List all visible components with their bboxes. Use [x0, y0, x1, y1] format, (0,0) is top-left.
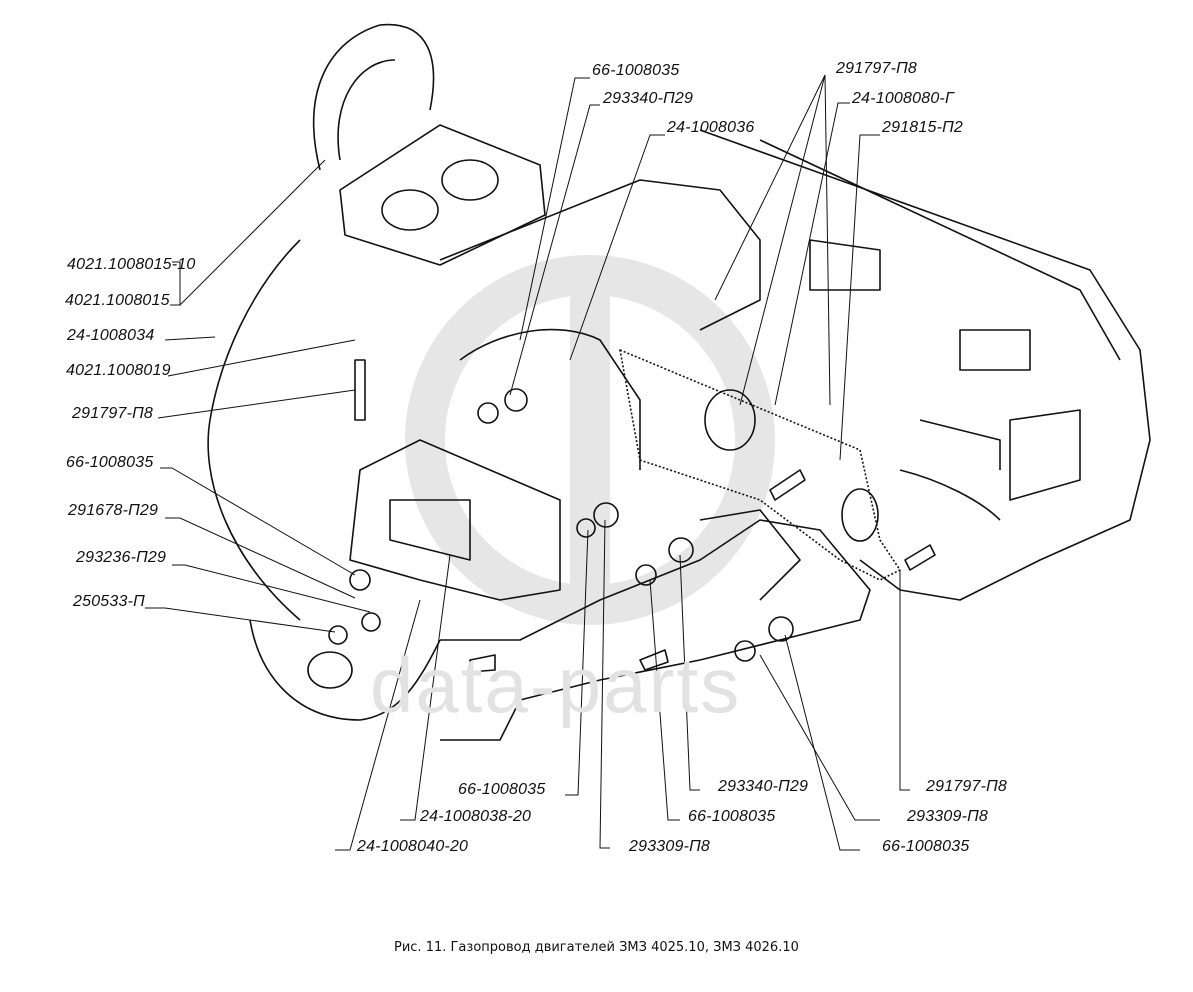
- cylinder-head: [699, 129, 1151, 601]
- part-label: 293236-П29: [76, 549, 167, 566]
- part-label: 66-1008035: [66, 454, 154, 471]
- carburetor-flange: [339, 124, 546, 266]
- part-label: 291815-П2: [882, 119, 964, 136]
- part-label: 66-1008035: [688, 808, 776, 825]
- part-label: 4021.1008019: [66, 362, 171, 379]
- air-pipe: [312, 23, 435, 171]
- part-label: 293309-П8: [629, 838, 711, 855]
- part-label: 24-1008036: [667, 119, 755, 136]
- part-label: 291797-П8: [926, 778, 1008, 795]
- part-label: 291797-П8: [836, 60, 918, 77]
- leader-lines: [145, 74, 910, 851]
- part-label: 66-1008035: [592, 62, 680, 79]
- figure-caption: Рис. 11. Газопровод двигателей ЗМЗ 4025.…: [394, 940, 799, 955]
- part-label: 66-1008035: [882, 838, 970, 855]
- part-label: 24-1008080-Г: [852, 90, 954, 107]
- watermark-text: data-parts: [370, 641, 742, 729]
- part-label: 250533-П: [73, 593, 145, 610]
- part-label: 24-1008038-20: [420, 808, 532, 825]
- manifold-gasket: [619, 349, 901, 581]
- part-label: 293309-П8: [907, 808, 989, 825]
- part-label: 293340-П29: [603, 90, 694, 107]
- part-label: 24-1008040-20: [357, 838, 469, 855]
- part-label: 291678-П29: [68, 502, 159, 519]
- part-label: 66-1008035: [458, 781, 546, 798]
- intake-manifold: [207, 179, 761, 621]
- part-label: 291797-П8: [72, 405, 154, 422]
- exhaust-manifold: [249, 509, 871, 741]
- fasteners: [328, 359, 936, 673]
- part-label: 4021.1008015: [65, 292, 170, 309]
- part-label: 293340-П29: [718, 778, 809, 795]
- part-label: 24-1008034: [67, 327, 155, 344]
- part-label: 4021.1008015-10: [67, 256, 196, 273]
